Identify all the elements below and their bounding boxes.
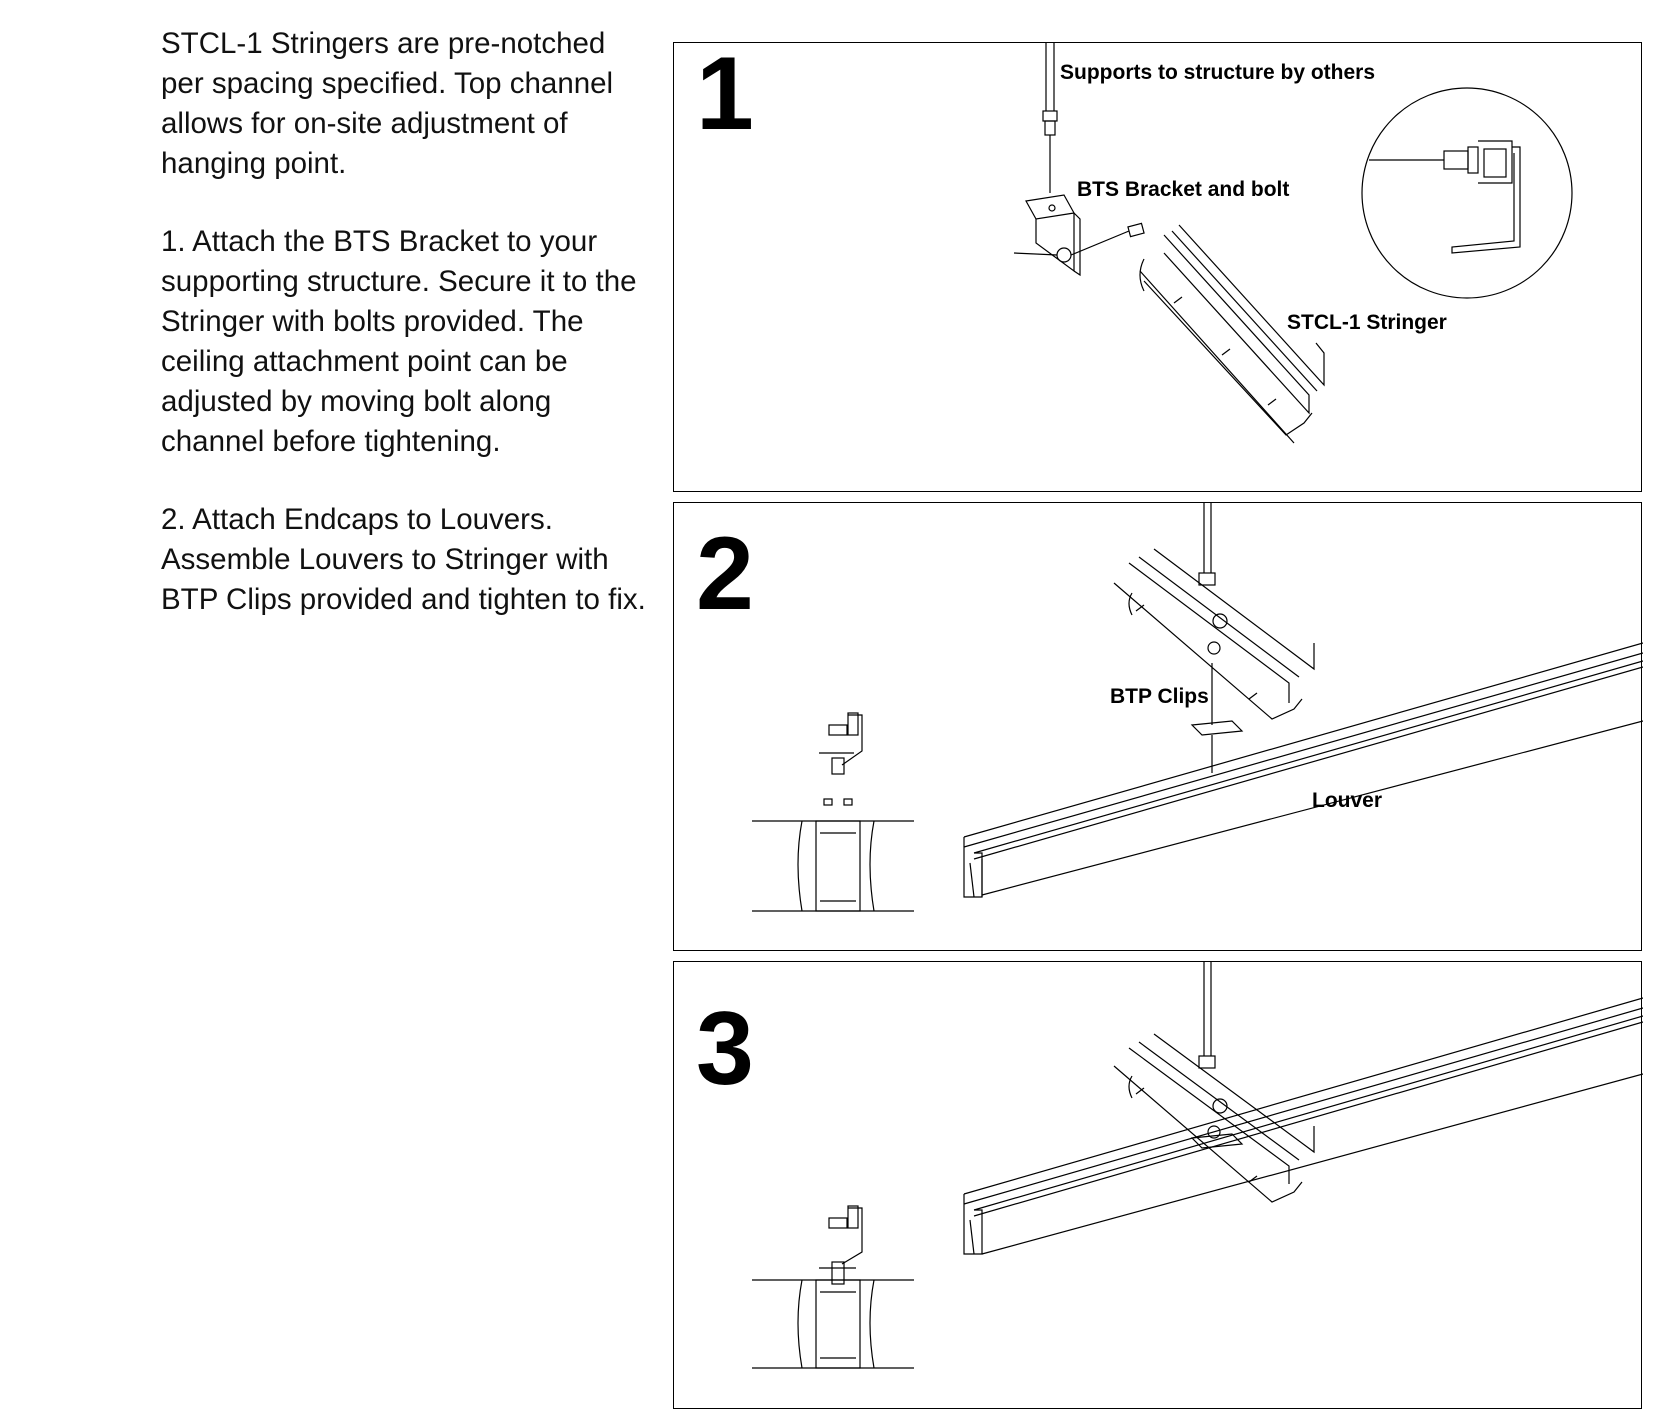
btp-clips-label: BTP Clips	[1110, 685, 1209, 708]
support-rod	[1198, 503, 1216, 586]
detail-callout	[1361, 87, 1573, 299]
support-rod	[1042, 43, 1058, 193]
louver	[963, 997, 1643, 1255]
step-number: 3	[696, 991, 754, 1107]
step-number: 1	[696, 43, 754, 152]
step-2-panel: 2 BTP Clips	[673, 502, 1643, 951]
btp-clip	[1190, 663, 1244, 773]
step-1-panel: 1 Supports to structure by others BTS Br…	[673, 42, 1642, 492]
bracket-label: BTS Bracket and bolt	[1077, 178, 1289, 201]
section-detail	[752, 1205, 914, 1369]
step-1-instruction: 1. Attach the BTS Bracket to your suppor…	[161, 225, 637, 458]
stcl-1-stringer	[1113, 1033, 1315, 1203]
step-3-drawing: 3	[696, 962, 1643, 1369]
step-3-panel: 3	[673, 961, 1643, 1409]
support-rod	[1198, 962, 1216, 1069]
step-number: 2	[696, 516, 754, 632]
section-detail	[752, 712, 914, 912]
step-2-drawing: 2 BTP Clips	[696, 503, 1643, 912]
instructions-text: STCL-1 Stringers are pre-notched per spa…	[161, 24, 651, 658]
bts-bracket	[1013, 194, 1145, 277]
stcl-1-stringer	[1139, 224, 1325, 444]
step-2-instruction: 2. Attach Endcaps to Louvers. Assemble L…	[161, 503, 646, 616]
louver	[963, 642, 1643, 898]
supports-label: Supports to structure by others	[1060, 61, 1375, 84]
stcl-1-stringer	[1113, 548, 1315, 720]
louver-label: Louver	[1312, 789, 1382, 812]
step-1-drawing: 1 Supports to structure by others BTS Br…	[696, 43, 1573, 444]
stringer-label: STCL-1 Stringer	[1287, 311, 1447, 334]
intro-paragraph: STCL-1 Stringers are pre-notched per spa…	[161, 27, 614, 180]
